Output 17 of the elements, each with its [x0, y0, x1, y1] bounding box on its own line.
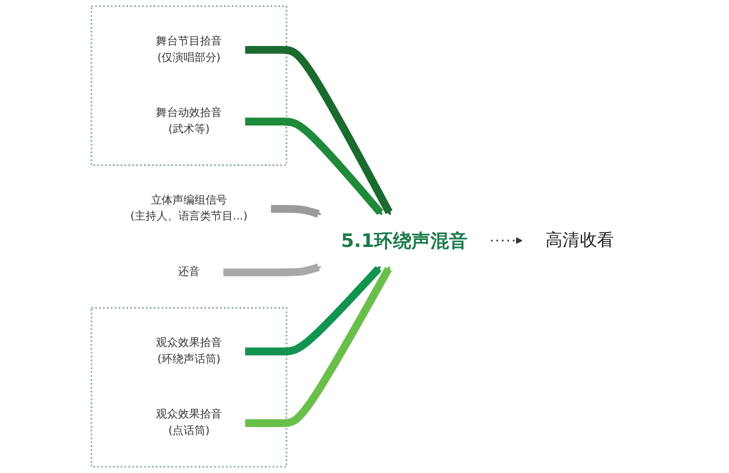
node-text: 观众效果拾音 (点话筒): [156, 408, 222, 438]
arrow: [245, 266, 382, 356]
cluster: [90, 307, 288, 468]
node-text: 5.1环绕声混音: [341, 230, 468, 252]
arrow: [270, 204, 322, 218]
node-text: 舞台动效拾音 (武术等): [156, 106, 222, 136]
node-text: 观众效果拾音 (环绕声话筒): [156, 336, 222, 366]
node-text: 立体声编组信号 (主持人、语言类节目...): [130, 194, 248, 223]
arrow: [491, 237, 523, 244]
node-text: 高清收看: [546, 230, 614, 250]
arrow: [223, 264, 322, 276]
node-text: 还音: [178, 266, 200, 278]
node-text: 舞台节目拾音 (仅演唱部分): [156, 35, 222, 64]
arrow: [245, 266, 392, 428]
arrow: [245, 46, 393, 216]
arrow: [245, 118, 384, 216]
cluster: [90, 5, 288, 166]
